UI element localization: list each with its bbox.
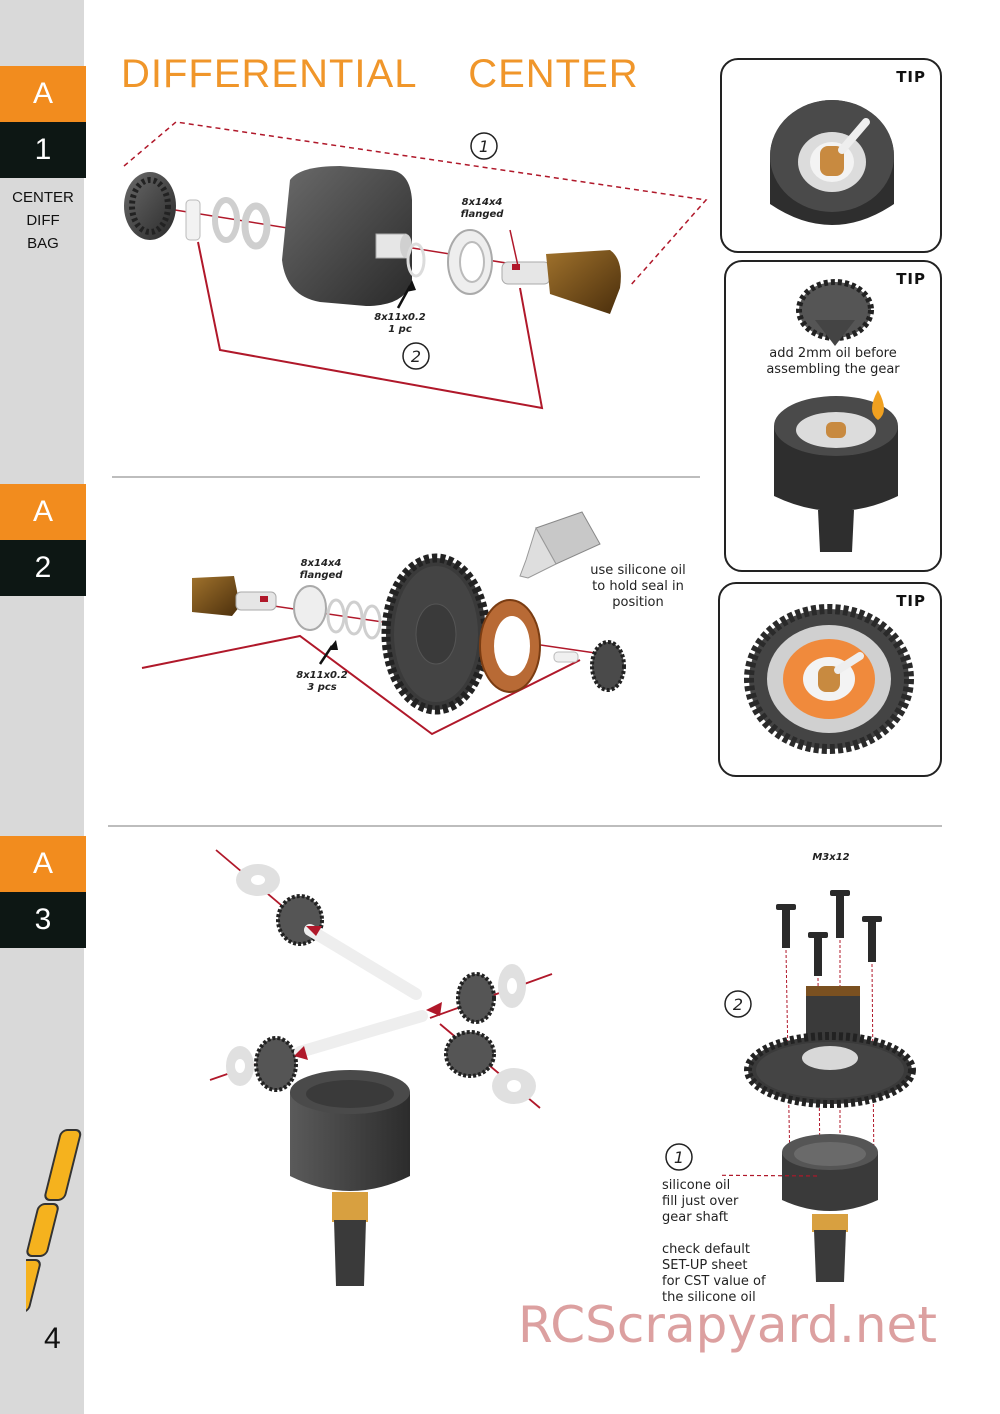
bevel-gear-icon bbox=[444, 1030, 496, 1078]
bearing-icon bbox=[447, 229, 493, 295]
tip3-spur-gear-icon bbox=[744, 604, 914, 754]
step3-setup-note: check default SET-UP sheet for CST value… bbox=[662, 1242, 792, 1306]
assembly-outline-dashed bbox=[123, 121, 708, 287]
note-line: assembling the gear bbox=[766, 362, 900, 377]
step-marker-1-label: 1 bbox=[479, 137, 489, 156]
tip1-diff-case-icon bbox=[770, 100, 894, 225]
spur-gear-icon bbox=[744, 1032, 916, 1108]
bevel-gear-icon bbox=[590, 640, 626, 692]
step2-bearing-label: 8x14x4 flanged bbox=[286, 558, 356, 582]
step3-exploded-diagram bbox=[209, 849, 553, 1286]
tip-label: TIP bbox=[896, 68, 926, 86]
step-marker-2-label: 2 bbox=[411, 347, 421, 366]
outdrive-icon bbox=[192, 576, 277, 616]
note-line: for CST value of bbox=[662, 1274, 766, 1289]
tip-label: TIP bbox=[896, 270, 926, 288]
shim-icon bbox=[326, 598, 346, 634]
note-line: fill just over bbox=[662, 1194, 739, 1209]
brand-logo-icon bbox=[26, 1129, 82, 1313]
oil-drop-icon bbox=[872, 390, 884, 420]
step1-bearing-label: 8x14x4 flanged bbox=[446, 197, 518, 221]
outdrive-icon bbox=[501, 250, 621, 314]
tip-box-3: TIP bbox=[718, 582, 942, 777]
note-line: check default bbox=[662, 1242, 750, 1257]
step-marker-1: 1 bbox=[665, 1143, 693, 1171]
pin-icon bbox=[185, 199, 201, 241]
shim-icon bbox=[362, 604, 382, 640]
bevel-gear-icon bbox=[254, 1036, 298, 1092]
bevel-gear-icon bbox=[124, 172, 176, 240]
step-marker-1-label: 1 bbox=[674, 1148, 684, 1167]
callout-line: 1 pc bbox=[388, 324, 412, 335]
diff-case-icon bbox=[290, 1070, 410, 1286]
callout-line: flanged bbox=[460, 209, 504, 220]
step3-screw-label: M3x12 bbox=[812, 852, 850, 863]
step2-oil-note: use silicone oil to hold seal in positio… bbox=[576, 563, 700, 611]
spur-gear-icon bbox=[381, 553, 491, 715]
step-marker-2-label: 2 bbox=[733, 995, 743, 1014]
callout-line: 8x11x0.2 bbox=[374, 312, 426, 323]
diff-case-icon bbox=[782, 1134, 878, 1282]
note-line: SET-UP sheet bbox=[662, 1258, 748, 1273]
pin-icon bbox=[553, 651, 579, 663]
step-marker-1 bbox=[470, 132, 498, 160]
step2-shim-label: 8x11x0.2 3 pcs bbox=[284, 670, 360, 694]
step3-assembly-diagram: 2 bbox=[720, 890, 916, 1282]
step-marker-2 bbox=[402, 342, 430, 370]
note-line: position bbox=[612, 595, 664, 610]
callout-line: 8x14x4 bbox=[300, 558, 342, 569]
note-line: to hold seal in bbox=[592, 579, 684, 594]
step-a2-number: 2 bbox=[0, 540, 86, 596]
note-line: silicone oil bbox=[662, 1178, 731, 1193]
shim-icon bbox=[344, 600, 364, 636]
step1-diagram: 1 2 bbox=[123, 121, 708, 410]
tip2-bevel-gear-icon bbox=[796, 279, 874, 346]
assembly-outline-solid bbox=[141, 634, 581, 736]
watermark: RCScrapyard.net bbox=[518, 1296, 937, 1354]
screw-icon bbox=[776, 890, 882, 976]
cross-shaft-icon bbox=[304, 924, 422, 1000]
bag-label: CENTER DIFF BAG bbox=[0, 186, 86, 255]
page-number: 4 bbox=[44, 1322, 61, 1355]
washer-icon bbox=[212, 197, 240, 243]
step3-silicone-note: silicone oil fill just over gear shaft bbox=[662, 1178, 792, 1226]
gasket-icon bbox=[479, 599, 541, 693]
note-line: the silicone oil bbox=[662, 1290, 756, 1305]
assembly-outline-solid bbox=[197, 241, 544, 410]
callout-line: 8x14x4 bbox=[461, 197, 503, 208]
callout-line: 3 pcs bbox=[307, 682, 337, 693]
oil-bottle-icon bbox=[519, 511, 601, 579]
section-divider bbox=[108, 825, 942, 827]
note-line: gear shaft bbox=[662, 1210, 729, 1225]
step-a1-letter: A bbox=[0, 66, 86, 122]
shim-icon bbox=[406, 242, 426, 278]
step-a1-number: 1 bbox=[0, 122, 86, 178]
step-marker-2 bbox=[724, 990, 752, 1018]
washer-icon bbox=[241, 202, 271, 250]
step-a3-letter: A bbox=[0, 836, 86, 892]
tip-label: TIP bbox=[896, 592, 926, 610]
step1-shim-label: 8x11x0.2 1 pc bbox=[362, 312, 438, 336]
tip-box-2: TIP add 2mm oil before assembling the ge… bbox=[724, 260, 942, 572]
tip2-diff-case-icon bbox=[774, 390, 898, 552]
bag-label-line: BAG bbox=[27, 235, 59, 252]
tip2-oil-note: add 2mm oil before assembling the gear bbox=[726, 346, 940, 378]
tip-box-1: TIP bbox=[720, 58, 942, 253]
step-a2-letter: A bbox=[0, 484, 86, 540]
cross-shaft-icon bbox=[294, 1010, 428, 1058]
note-line: use silicone oil bbox=[590, 563, 686, 578]
diff-case-icon bbox=[282, 166, 412, 306]
step-a3-number: 3 bbox=[0, 892, 86, 948]
section-divider bbox=[112, 476, 700, 478]
callout-line: flanged bbox=[299, 570, 343, 581]
callout-line: 8x11x0.2 bbox=[296, 670, 348, 681]
bag-label-line: CENTER bbox=[12, 189, 74, 206]
bearing-icon bbox=[293, 585, 327, 631]
page-title: DIFFERENTIAL CENTER bbox=[121, 52, 639, 96]
step2-diagram bbox=[141, 511, 626, 736]
bevel-gear-icon bbox=[456, 972, 496, 1024]
note-line: add 2mm oil before bbox=[769, 346, 897, 361]
bag-label-line: DIFF bbox=[26, 212, 60, 229]
